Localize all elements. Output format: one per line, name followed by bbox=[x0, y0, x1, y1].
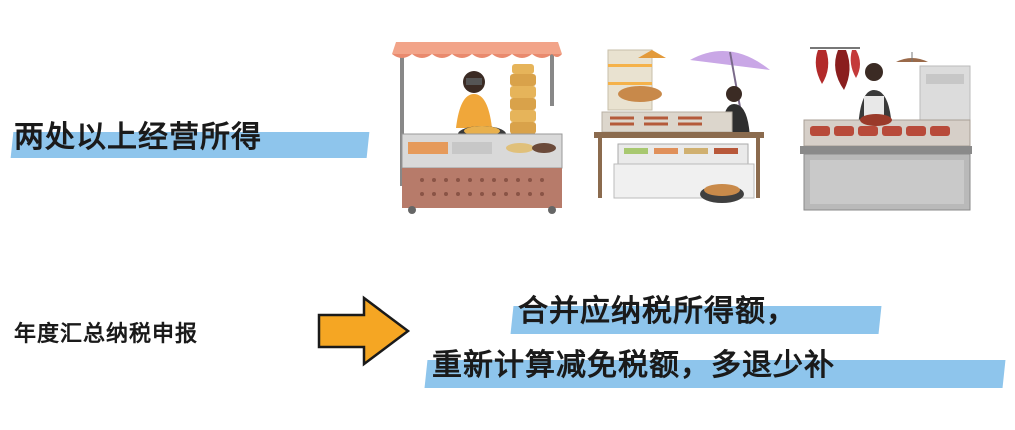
meat-stall-illustration bbox=[800, 47, 972, 211]
result-line1: 合并应纳税所得额， bbox=[518, 294, 797, 329]
result-line2: 重新计算减免税额，多退少补 bbox=[432, 348, 835, 383]
skewer-stall-illustration bbox=[594, 49, 770, 203]
right-arrow-icon bbox=[317, 295, 411, 367]
heading: 两处以上经营所得 bbox=[14, 120, 262, 155]
subheading: 年度汇总纳税申报 bbox=[14, 322, 199, 347]
food-stall-illustration bbox=[392, 42, 563, 214]
